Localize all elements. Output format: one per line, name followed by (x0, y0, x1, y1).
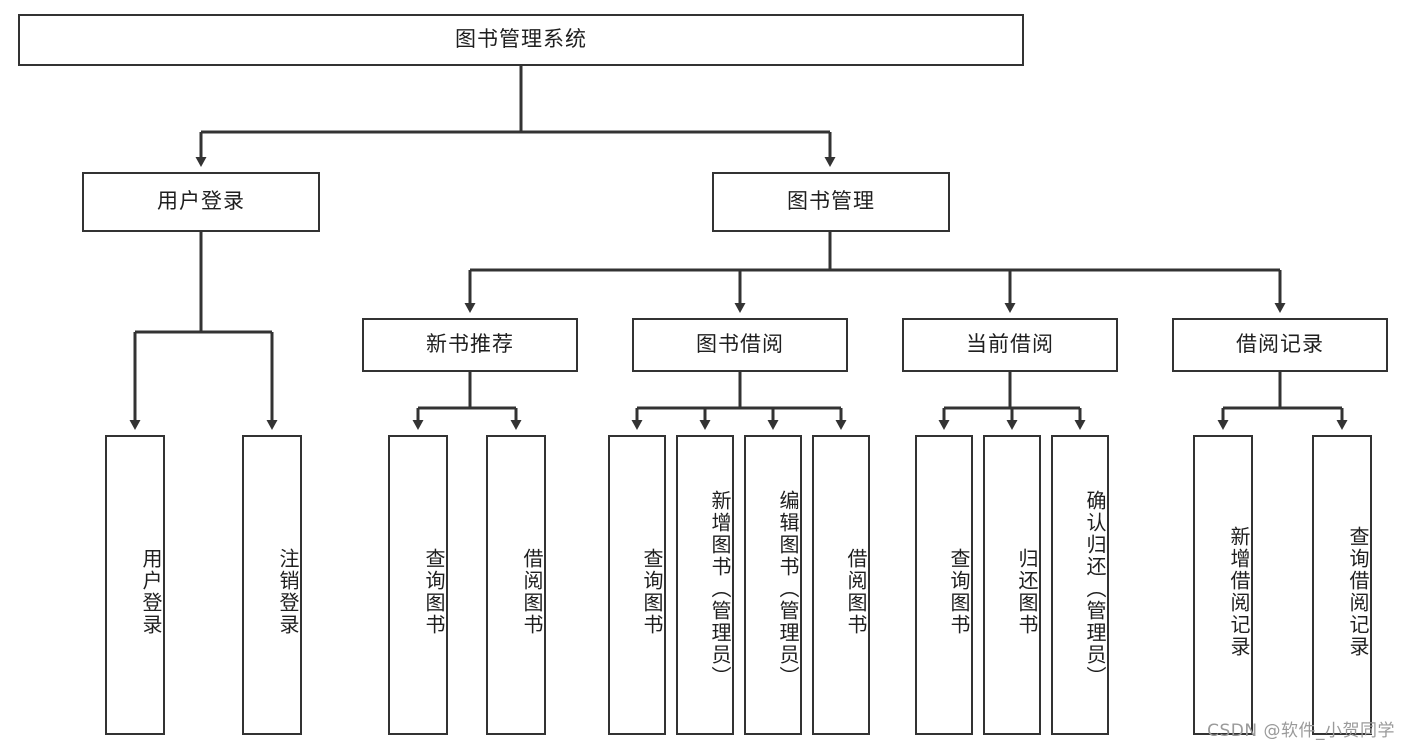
node-borrow-record[interactable]: 借阅记录 (1172, 318, 1388, 372)
node-book-borrow[interactable]: 图书借阅 (632, 318, 848, 372)
node-root[interactable]: 图书管理系统 (18, 14, 1024, 66)
node-borrow-edit-book[interactable]: 编辑图书（管理员） (744, 435, 802, 735)
node-user-login-do[interactable]: 用户登录 (105, 435, 165, 735)
node-borrow-add-book[interactable]: 新增图书（管理员） (676, 435, 734, 735)
csdn-watermark: CSDN @软件_小贺同学 (1207, 721, 1395, 741)
node-current-query-book[interactable]: 查询图书 (915, 435, 973, 735)
node-record-add[interactable]: 新增借阅记录 (1193, 435, 1253, 735)
node-record-query[interactable]: 查询借阅记录 (1312, 435, 1372, 735)
node-recommend-borrow-book[interactable]: 借阅图书 (486, 435, 546, 735)
node-user-login[interactable]: 用户登录 (82, 172, 320, 232)
node-borrow-query-book[interactable]: 查询图书 (608, 435, 666, 735)
node-recommend-query-book[interactable]: 查询图书 (388, 435, 448, 735)
node-current-confirm-return[interactable]: 确认归还（管理员） (1051, 435, 1109, 735)
node-current-borrow[interactable]: 当前借阅 (902, 318, 1118, 372)
node-new-book-recommend[interactable]: 新书推荐 (362, 318, 578, 372)
node-borrow-borrow-book[interactable]: 借阅图书 (812, 435, 870, 735)
node-book-management[interactable]: 图书管理 (712, 172, 950, 232)
node-user-logout[interactable]: 注销登录 (242, 435, 302, 735)
node-current-return-book[interactable]: 归还图书 (983, 435, 1041, 735)
